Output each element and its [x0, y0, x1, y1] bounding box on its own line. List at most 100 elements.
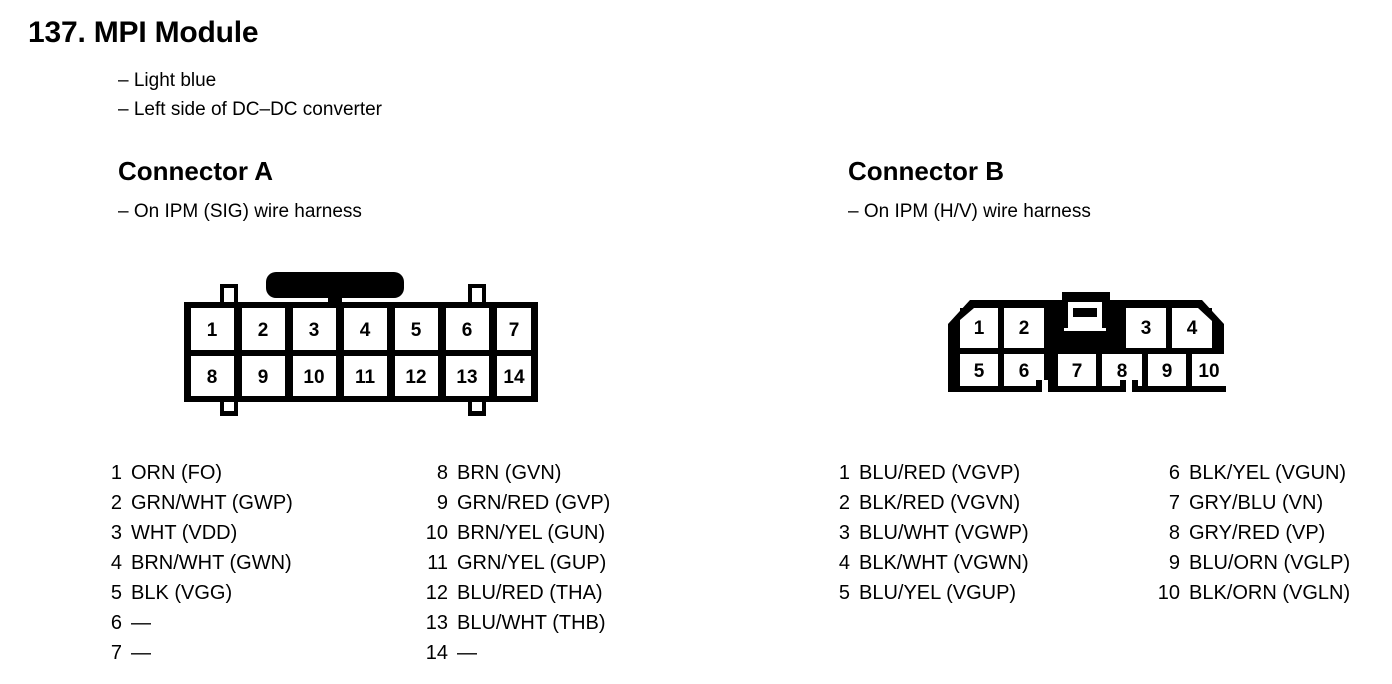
pin-number: 3 [110, 522, 122, 544]
pin-row: 4 BRN/WHT (GWN) [92, 548, 402, 578]
pin-label: GRN/YEL (GUP) [457, 552, 607, 574]
pin-row: 3 BLU/WHT (VGWP) [820, 518, 1130, 548]
pin-label: GRY/RED (VP) [1189, 522, 1326, 544]
connector-a-subnote: – On IPM (SIG) wire harness [118, 201, 362, 222]
pin-row: 7— [92, 638, 402, 668]
connector-a-pin-11: 11 [355, 367, 376, 388]
pin-label: BRN/WHT (GWN) [131, 552, 292, 574]
pin-number: 3 [838, 522, 850, 544]
pin-label: GRN/WHT (GWP) [131, 492, 293, 514]
connector-a-heading: Connector A [118, 156, 274, 186]
connector-a-pin-4: 4 [360, 320, 371, 341]
module-note-light-blue: – Light blue [118, 70, 217, 91]
connector-a-pin-1: 1 [207, 320, 218, 341]
pin-label: BLK/RED (VGVN) [859, 492, 1021, 514]
pin-row: 1 ORN (FO) [92, 458, 402, 488]
connector-a-pin-8: 8 [207, 367, 218, 388]
pin-label: BLK/YEL (VGUN) [1189, 462, 1347, 484]
connector-a-pin-list-left: 1 ORN (FO) 2 GRN/WHT (GWP) 3 WHT (VDD) 4 BRN… [92, 458, 402, 668]
pin-row: 3 WHT (VDD) [92, 518, 402, 548]
pin-number: 1 [110, 462, 122, 484]
pin-label: BLU/WHT (VGWP) [859, 522, 1029, 544]
pin-number: 4 [110, 552, 122, 574]
connector-b-pin-diagram: 1 2 3 4 5 6 7 8 9 10 [940, 288, 1260, 413]
connector-b-pin-10: 10 [1198, 361, 1219, 382]
pin-row: 2 GRN/WHT (GWP) [92, 488, 402, 518]
connector-b-subnote: – On IPM (H/V) wire harness [848, 201, 1091, 222]
connector-a-pin-7: 7 [509, 320, 520, 341]
pin-label: BLK/ORN (VGLN) [1189, 582, 1351, 604]
connector-b-pin-1: 1 [974, 318, 985, 339]
pin-label: BRN (GVN) [457, 462, 562, 484]
pin-label: GRN/RED (GVP) [457, 492, 611, 514]
connector-a-pin-2: 2 [258, 320, 269, 341]
connector-b-heading: Connector B [848, 156, 1004, 186]
pin-label: BLK/WHT (VGWN) [859, 552, 1029, 574]
pin-label: GRY/BLU (VN) [1189, 492, 1324, 514]
pin-number: 7 [1168, 492, 1180, 514]
pin-row: 8 GRY/RED (VP) [1150, 518, 1392, 548]
pin-number: 7 [110, 642, 122, 664]
pin-number: 9 [1168, 552, 1180, 574]
connector-a-pin-9: 9 [258, 367, 269, 388]
pin-row: 2 BLK/RED (VGVN) [820, 488, 1130, 518]
connector-b-pin-5: 5 [974, 361, 985, 382]
pin-number: 4 [838, 552, 850, 574]
pin-label: — [131, 612, 151, 634]
connector-b-pin-2: 2 [1019, 318, 1030, 339]
pin-number: 11 [427, 552, 448, 574]
pin-number: 10 [425, 522, 448, 544]
connector-a-pin-12: 12 [405, 367, 426, 388]
pin-number: 8 [436, 462, 448, 484]
connector-b-pin-8: 8 [1117, 361, 1128, 382]
pin-number: 6 [1168, 462, 1180, 484]
pin-label: BLU/RED (THA) [457, 582, 603, 604]
connector-b-pin-list-left: 1 BLU/RED (VGVP) 2 BLK/RED (VGVN) 3 BLU/WHT… [820, 458, 1130, 608]
pin-row: 10 BRN/YEL (GUN) [418, 518, 728, 548]
pin-row: 12 BLU/RED (THA) [418, 578, 728, 608]
connector-a-pin-3: 3 [309, 320, 320, 341]
pin-number: 9 [436, 492, 448, 514]
connector-b-pin-3: 3 [1141, 318, 1152, 339]
connector-a-pin-10: 10 [303, 367, 324, 388]
pin-label: BLU/YEL (VGUP) [859, 582, 1017, 604]
pin-number: 12 [425, 582, 448, 604]
pin-label: ORN (FO) [131, 462, 223, 484]
connector-a-pin-list-right: 8 BRN (GVN) 9 GRN/RED (GVP) 10 BRN/YEL (GUN… [418, 458, 728, 668]
connector-a-pin-5: 5 [411, 320, 422, 341]
pin-label: — [457, 642, 477, 664]
connector-b-keyway-icon [1066, 330, 1104, 350]
connector-b-section: Connector B – On IPM (H/V) wire harness [700, 0, 1392, 684]
connector-b-pin-9: 9 [1162, 361, 1173, 382]
pin-number: 1 [838, 462, 850, 484]
pin-number: 2 [110, 492, 122, 514]
pin-number: 8 [1168, 522, 1180, 544]
connector-a-pin-diagram: 1 2 3 4 5 6 7 8 9 10 11 12 13 14 [170, 258, 570, 433]
pin-row: 14 — [418, 638, 728, 668]
pin-number: 13 [425, 612, 448, 634]
connector-b-pin-7: 7 [1072, 361, 1083, 382]
pin-row: 1 BLU/RED (VGVP) [820, 458, 1130, 488]
pin-row: 11 GRN/YEL (GUP) [418, 548, 728, 578]
pin-row: 5 BLU/YEL (VGUP) [820, 578, 1130, 608]
pin-label: BRN/YEL (GUN) [457, 522, 606, 544]
pin-number: 14 [425, 642, 448, 664]
pin-number: 5 [838, 582, 850, 604]
pin-row: 9 GRN/RED (GVP) [418, 488, 728, 518]
connector-b-pin-list-right: 6 BLK/YEL (VGUN) 7 GRY/BLU (VN) 8 GRY/RED (… [1150, 458, 1392, 608]
pin-label: WHT (VDD) [131, 522, 238, 544]
connector-a-section: Connector A – On IPM (SIG) wire harness [92, 156, 610, 668]
pin-row: 6 BLK/YEL (VGUN) [1150, 458, 1392, 488]
pin-row: 8 BRN (GVN) [418, 458, 728, 488]
pin-label: BLU/RED (VGVP) [859, 462, 1021, 484]
pin-number: 2 [838, 492, 850, 514]
connector-a-pin-13: 13 [456, 367, 477, 388]
pin-label: — [131, 642, 151, 664]
module-note-location: – Left side of DC–DC converter [118, 99, 383, 120]
connector-a-latch-icon [266, 272, 404, 306]
connector-a-pin-6: 6 [462, 320, 473, 341]
page-title: 137. MPI Module [28, 16, 259, 49]
